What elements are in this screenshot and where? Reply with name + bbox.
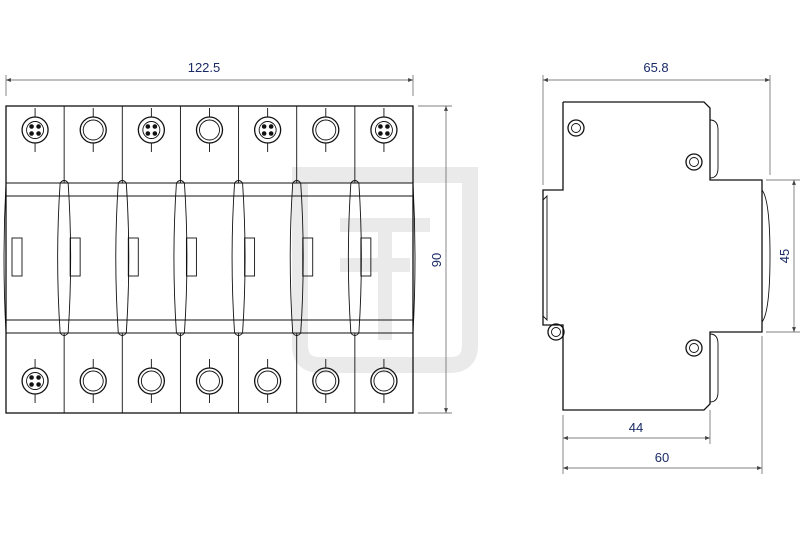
bottom-terminal (370, 359, 398, 403)
side-inner-width-dimension: 44 (562, 410, 711, 444)
side-rail-height-dimension: 45 (766, 179, 800, 333)
switch-handle (127, 237, 139, 277)
side-depth-label: 65.8 (643, 60, 668, 75)
top-terminal (79, 108, 107, 152)
bottom-terminal (21, 359, 49, 403)
bottom-terminal (312, 359, 340, 403)
side-depth-dimension: 65.8 (542, 60, 771, 185)
pole-module (11, 237, 23, 277)
pole-module (115, 106, 139, 413)
side-hole (685, 153, 703, 171)
switch-handle (185, 237, 197, 277)
top-terminal (370, 108, 398, 152)
pole-module (173, 106, 197, 413)
side-hole (685, 339, 703, 357)
top-terminal (312, 108, 340, 152)
side-overall-width-dimension: 60 (562, 336, 763, 474)
bottom-terminal (253, 359, 282, 403)
side-hole (567, 119, 585, 137)
top-terminal (21, 108, 49, 152)
switch-handle (360, 237, 372, 277)
bottom-terminal (195, 359, 224, 403)
pole-module (231, 106, 256, 413)
switch-handle (302, 237, 314, 277)
top-terminal (137, 108, 166, 152)
pole-module (289, 106, 314, 413)
front-width-dimension: 122.5 (5, 60, 414, 96)
watermark-logo (292, 167, 478, 373)
switch-handle (69, 237, 81, 277)
front-view (3, 105, 416, 414)
pole-module (347, 106, 372, 413)
top-terminal (253, 108, 282, 152)
switch-handle (11, 237, 23, 277)
front-width-label: 122.5 (188, 60, 221, 75)
side-view (542, 101, 771, 411)
side-inner-width-label: 44 (629, 420, 643, 435)
front-height-label: 90 (429, 253, 444, 267)
bottom-terminal (79, 359, 107, 403)
top-terminal (195, 108, 224, 152)
side-overall-width-label: 60 (655, 450, 669, 465)
switch-handle (244, 237, 256, 277)
front-height-dimension: 90 (418, 105, 452, 414)
side-rail-height-label: 45 (777, 249, 792, 263)
side-hole (547, 323, 565, 341)
bottom-terminal (137, 359, 166, 403)
pole-module (57, 106, 81, 413)
front-view-outline (5, 105, 414, 414)
side-view-outline (542, 101, 763, 411)
